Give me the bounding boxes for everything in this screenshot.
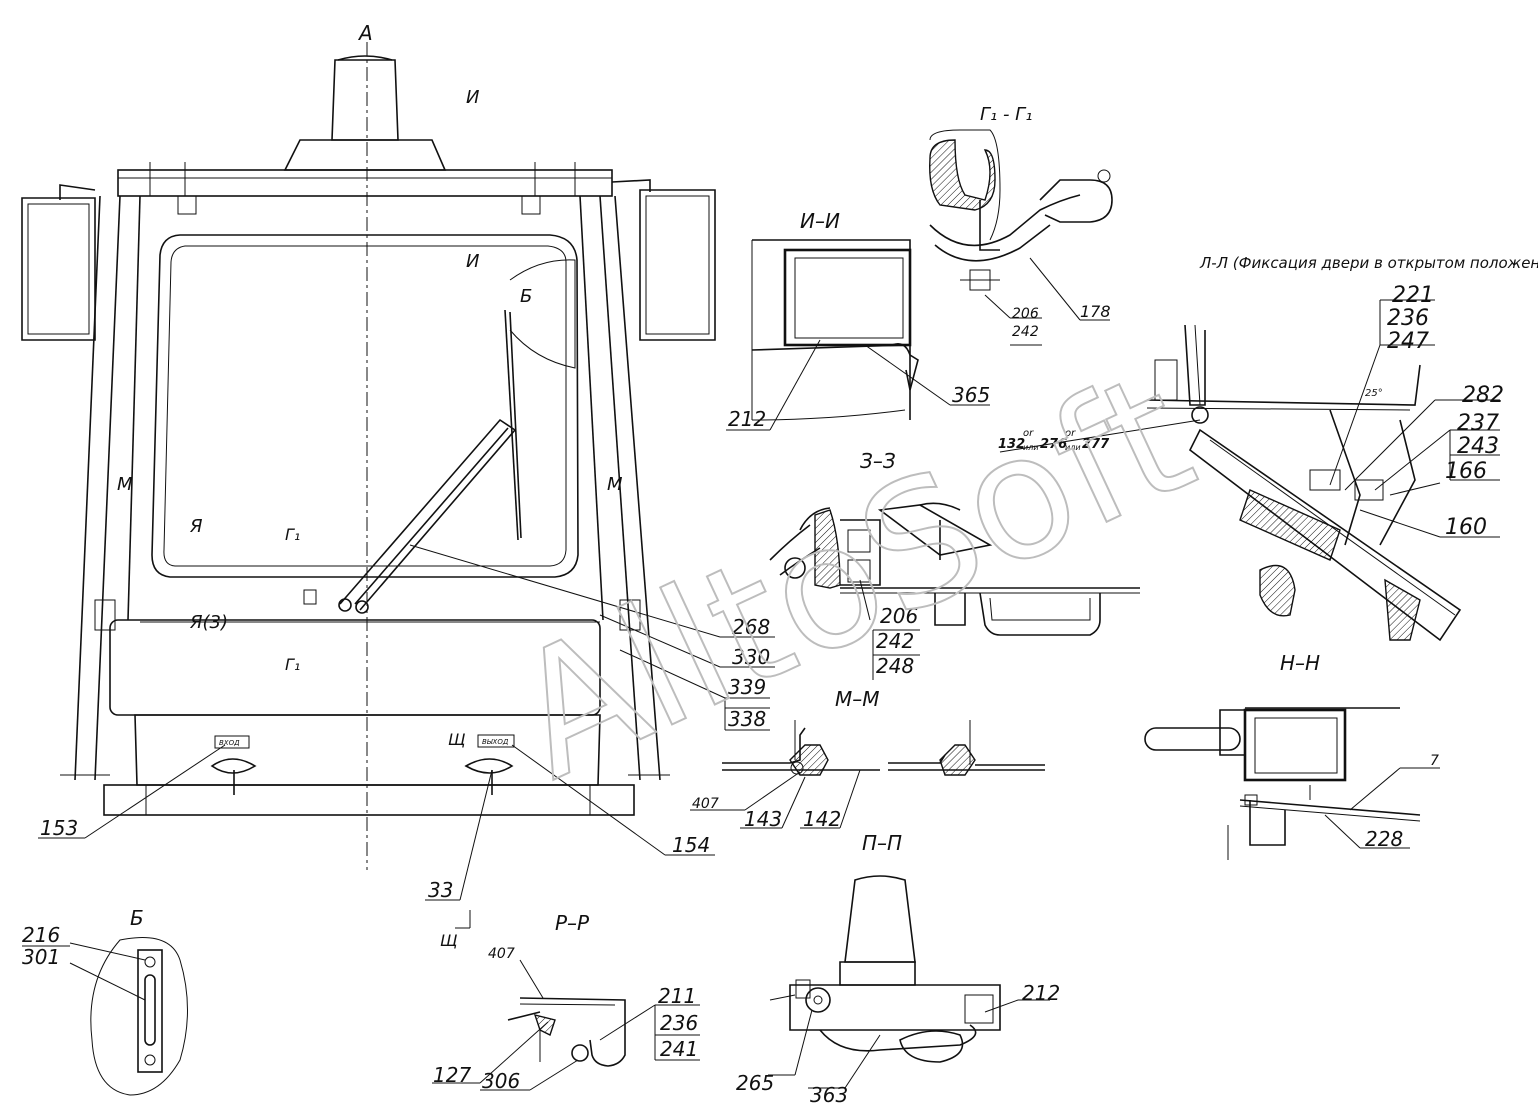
callout-154: 154 bbox=[672, 833, 710, 857]
marker-sch-main: Щ bbox=[448, 730, 466, 749]
marker-b-arrow: Б bbox=[520, 286, 532, 307]
callout-277: 277 bbox=[1082, 437, 1110, 452]
view-zz-title: З–З bbox=[860, 449, 896, 473]
callout-407a: 407 bbox=[692, 796, 719, 812]
callout-363: 363 bbox=[810, 1083, 848, 1107]
callout-166: 166 bbox=[1445, 459, 1487, 484]
view-ii-title: И–И bbox=[800, 209, 840, 233]
main-cab-view bbox=[21, 42, 716, 870]
ili-label-1: или bbox=[1023, 443, 1039, 452]
entry-plate-text: ВХОД bbox=[219, 739, 240, 747]
callout-338: 338 bbox=[728, 707, 766, 731]
callout-221: 221 bbox=[1392, 283, 1434, 308]
section-ll bbox=[999, 299, 1500, 642]
main-callouts bbox=[38, 544, 775, 901]
view-mm-title: М–М bbox=[835, 687, 880, 711]
callout-160: 160 bbox=[1445, 515, 1487, 540]
marker-ya: Я bbox=[189, 516, 203, 537]
marker-i-mid: И bbox=[466, 251, 479, 272]
view-pp-title: П–П bbox=[862, 831, 902, 855]
section-zz bbox=[769, 502, 1140, 636]
marker-m-left: М bbox=[117, 474, 133, 495]
callout-243: 243 bbox=[1457, 434, 1499, 459]
section-mm bbox=[690, 720, 1045, 829]
callout-282: 282 bbox=[1462, 383, 1504, 408]
angle-label: 25° bbox=[1365, 388, 1383, 399]
callout-247: 247 bbox=[1387, 329, 1429, 354]
ili-label-2: или bbox=[1065, 443, 1081, 452]
exit-plate bbox=[477, 734, 515, 748]
callout-206a: 206 bbox=[1012, 306, 1039, 322]
callout-211: 211 bbox=[658, 984, 696, 1008]
callout-142: 142 bbox=[803, 807, 841, 831]
section-pp bbox=[768, 875, 1050, 1089]
callout-276: 276 bbox=[1040, 437, 1067, 452]
callout-143: 143 bbox=[744, 807, 782, 831]
marker-g1-top: Г₁ bbox=[285, 525, 300, 544]
callout-216: 216 bbox=[22, 923, 60, 947]
marker-sch-bottom: Щ bbox=[440, 931, 458, 950]
entry-plate bbox=[214, 735, 250, 749]
section-nn bbox=[1144, 707, 1440, 860]
callout-242b: 242 bbox=[876, 629, 914, 653]
marker-ya3: Я(3) bbox=[189, 612, 228, 633]
callout-7: 7 bbox=[1430, 753, 1439, 769]
callout-153: 153 bbox=[40, 816, 78, 840]
callout-306: 306 bbox=[482, 1069, 520, 1093]
callout-33: 33 bbox=[428, 878, 453, 902]
callout-206b: 206 bbox=[880, 604, 918, 628]
view-nn-title: Н–Н bbox=[1280, 651, 1320, 675]
or-label-1: or bbox=[1023, 428, 1034, 439]
view-g1g1-title: Г₁ - Г₁ bbox=[980, 104, 1032, 125]
callout-127: 127 bbox=[433, 1063, 471, 1087]
marker-m-right: М bbox=[607, 474, 623, 495]
view-a-label: А bbox=[357, 21, 373, 45]
exit-plate-text: ВЫХОД bbox=[482, 738, 509, 746]
view-ll-title: Л-Л (Фиксация двери в открытом положении… bbox=[1199, 254, 1538, 272]
callout-365: 365 bbox=[952, 383, 990, 407]
callout-265: 265 bbox=[736, 1071, 774, 1095]
callout-212b: 212 bbox=[1022, 981, 1060, 1005]
section-rr bbox=[432, 959, 700, 1091]
callout-178: 178 bbox=[1080, 302, 1111, 321]
callout-237: 237 bbox=[1457, 411, 1499, 436]
callout-242a: 242 bbox=[1012, 324, 1039, 340]
marker-i-top: И bbox=[466, 87, 479, 108]
callout-236b: 236 bbox=[660, 1011, 698, 1035]
callout-228: 228 bbox=[1365, 827, 1403, 851]
section-ii bbox=[726, 239, 990, 431]
callout-407b: 407 bbox=[488, 946, 515, 962]
or-label-2: or bbox=[1065, 428, 1076, 439]
callout-248: 248 bbox=[876, 654, 914, 678]
callout-339: 339 bbox=[728, 675, 766, 699]
detail-b bbox=[69, 937, 188, 1096]
callout-330: 330 bbox=[732, 645, 770, 669]
view-b-title: Б bbox=[130, 906, 144, 930]
watermark: AlltoSoft bbox=[486, 335, 1219, 817]
callout-241: 241 bbox=[660, 1037, 698, 1061]
section-g1g1 bbox=[929, 129, 1113, 346]
view-rr-title: Р–Р bbox=[555, 911, 590, 935]
callout-132: 132 bbox=[998, 437, 1025, 452]
marker-g1-bottom: Г₁ bbox=[285, 655, 300, 674]
callout-268: 268 bbox=[732, 615, 770, 639]
callout-236a: 236 bbox=[1387, 306, 1429, 331]
callout-301: 301 bbox=[22, 945, 60, 969]
callout-212a: 212 bbox=[728, 407, 766, 431]
